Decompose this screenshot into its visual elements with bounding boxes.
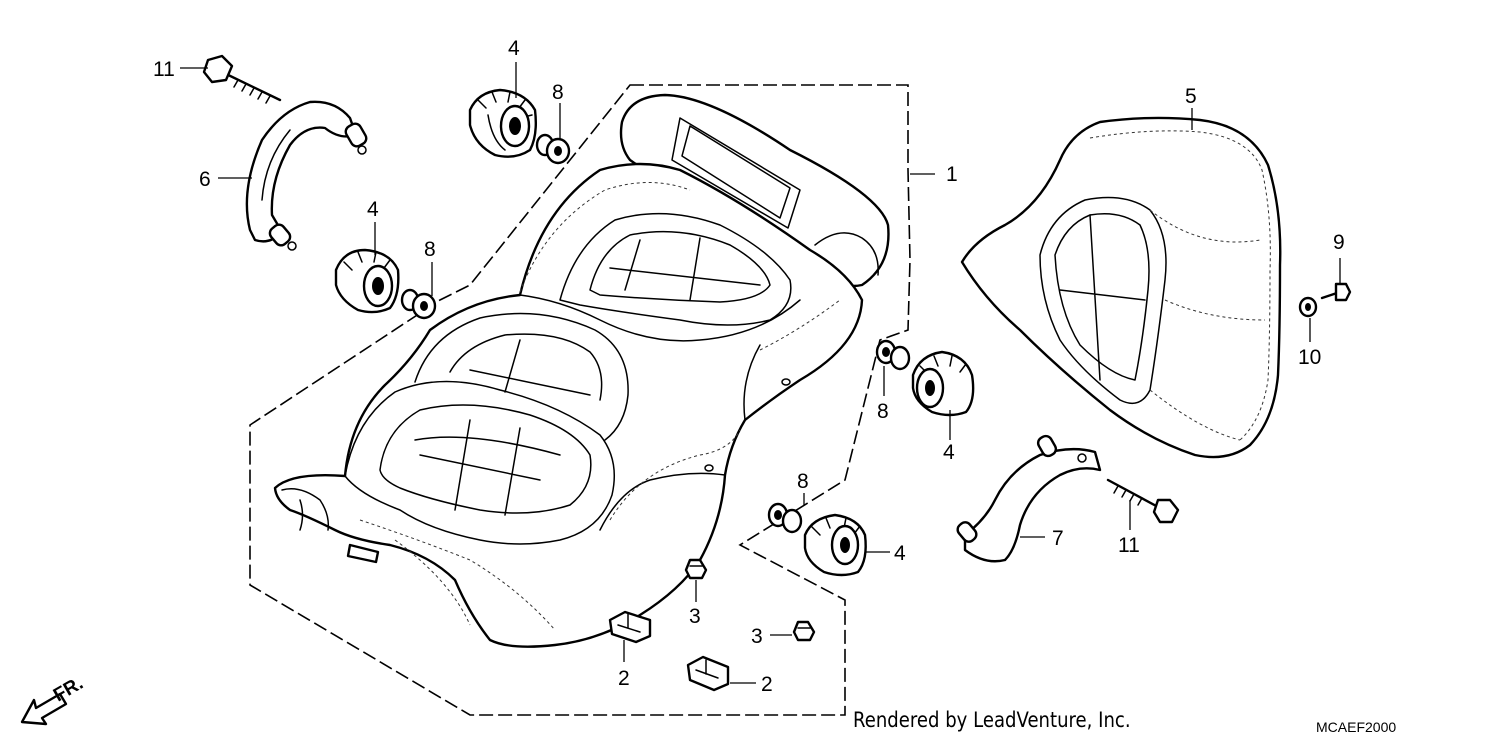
collar-part-8-c[interactable]: [875, 339, 911, 371]
nut-part-3-b[interactable]: [792, 620, 816, 642]
damper-part-4-a[interactable]: [468, 88, 538, 158]
backrest-part-5[interactable]: [960, 116, 1282, 459]
callout-11-a: 11: [153, 58, 175, 81]
screw-part-9[interactable]: [1320, 282, 1352, 302]
callout-7: 7: [1052, 527, 1064, 550]
callout-4-c: 4: [943, 441, 955, 464]
callout-3-b: 3: [751, 625, 763, 648]
render-credit: Rendered by LeadVenture, Inc.: [853, 708, 1131, 732]
flange-bolt-part-11-upper[interactable]: [202, 54, 282, 104]
callout-9: 9: [1333, 231, 1345, 254]
callout-2-b: 2: [761, 673, 773, 696]
damper-part-4-b[interactable]: [334, 248, 400, 314]
damper-part-4-c[interactable]: [911, 350, 975, 417]
callout-3-a: 3: [689, 605, 701, 628]
clip-part-2-b[interactable]: [686, 655, 730, 692]
callout-5: 5: [1185, 85, 1197, 108]
callout-8-d: 8: [797, 470, 809, 493]
callout-2-a: 2: [618, 667, 630, 690]
collar-part-8-d[interactable]: [767, 502, 803, 534]
washer-part-10[interactable]: [1298, 296, 1318, 318]
diagram-code: MCAEF2000: [1316, 719, 1397, 735]
callout-8-a: 8: [552, 81, 564, 104]
leader-lines: [180, 62, 1341, 684]
front-arrow-icon: [20, 692, 68, 726]
clip-part-2-a[interactable]: [608, 610, 652, 644]
collar-part-8-b[interactable]: [400, 288, 437, 320]
callout-6: 6: [199, 168, 211, 191]
front-direction-marker: FR.: [20, 673, 87, 726]
callout-labels: 1 2 2 3 3 4 4 4 4 5 6 7 8 8 8 8 9 10 11 …: [153, 37, 1345, 696]
callout-4-d: 4: [894, 542, 906, 565]
seat-assembly[interactable]: [273, 93, 890, 648]
callout-1: 1: [946, 163, 958, 186]
seat-outline: [273, 162, 864, 648]
nut-part-3-a[interactable]: [684, 558, 708, 580]
callout-4-a: 4: [508, 37, 520, 60]
flange-bolt-part-11-lower[interactable]: [1106, 478, 1180, 524]
callout-11-b: 11: [1118, 534, 1140, 557]
damper-part-4-d[interactable]: [803, 513, 867, 577]
callout-4-b: 4: [367, 198, 379, 221]
grab-handle-part-6[interactable]: [245, 100, 369, 251]
grab-handle-part-7[interactable]: [955, 434, 1102, 563]
callout-8-c: 8: [877, 400, 889, 423]
collar-part-8-a[interactable]: [535, 133, 571, 165]
callout-8-b: 8: [424, 238, 436, 261]
assembly-boundary-1: [249, 84, 911, 716]
callout-10: 10: [1298, 346, 1321, 369]
